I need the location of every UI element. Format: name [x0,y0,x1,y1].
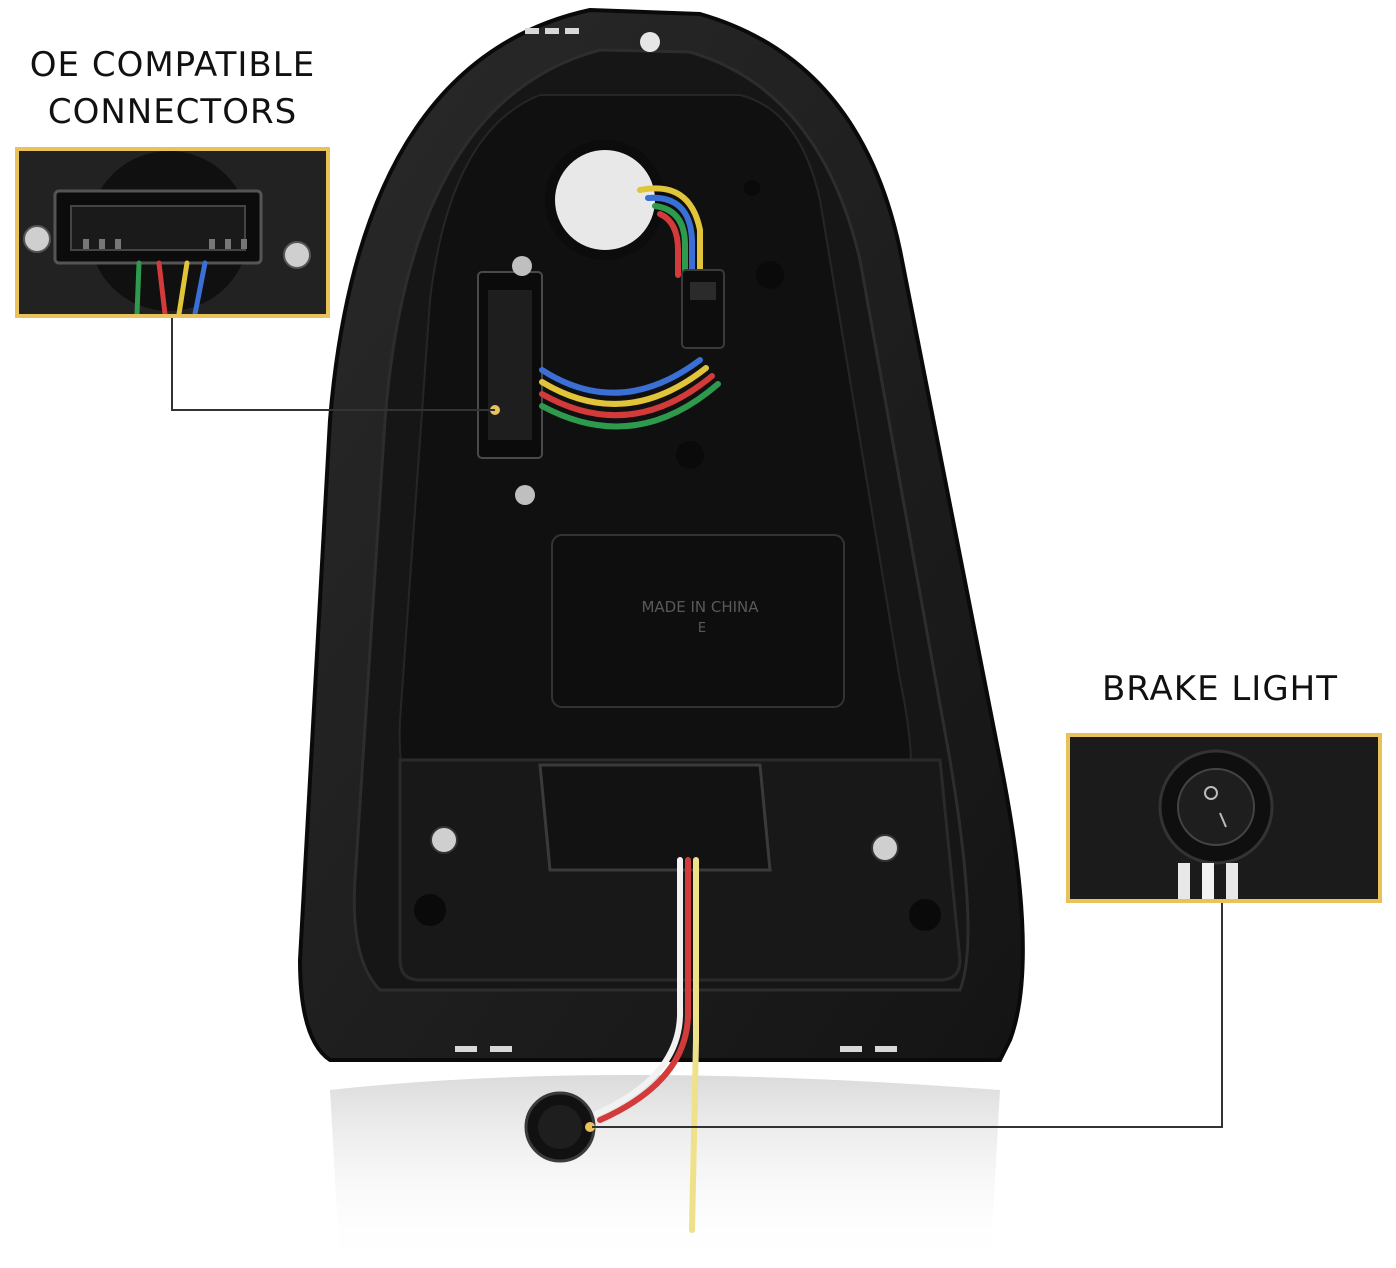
connector-callout-label: OE COMPATIBLE CONNECTORS [10,42,335,136]
brake-light-label: BRAKE LIGHT [1101,669,1339,709]
main-connector-wires [539,357,721,430]
brake-light-callout-label: BRAKE LIGHT [1060,666,1380,713]
brake-light-switch [524,1091,596,1163]
inline-connector [681,269,725,349]
brake-light-closeup-image [1070,737,1378,899]
brake-light-closeup-inset [1066,733,1382,903]
label-plate: MADE IN CHINA E [551,534,845,708]
bulb-socket [545,140,665,260]
mark-text: E [698,621,706,636]
bottom-clip [538,763,772,872]
made-in-text: MADE IN CHINA [641,598,759,616]
connector-marker-dot [490,405,500,415]
socket-wires [637,185,703,278]
connector-label-line2: CONNECTORS [47,91,298,132]
floor-reflection [330,1075,1000,1268]
connector-closeup-image [19,151,326,314]
connector-label-line1: OE COMPATIBLE [29,45,316,85]
connector-closeup-inset [15,147,330,318]
